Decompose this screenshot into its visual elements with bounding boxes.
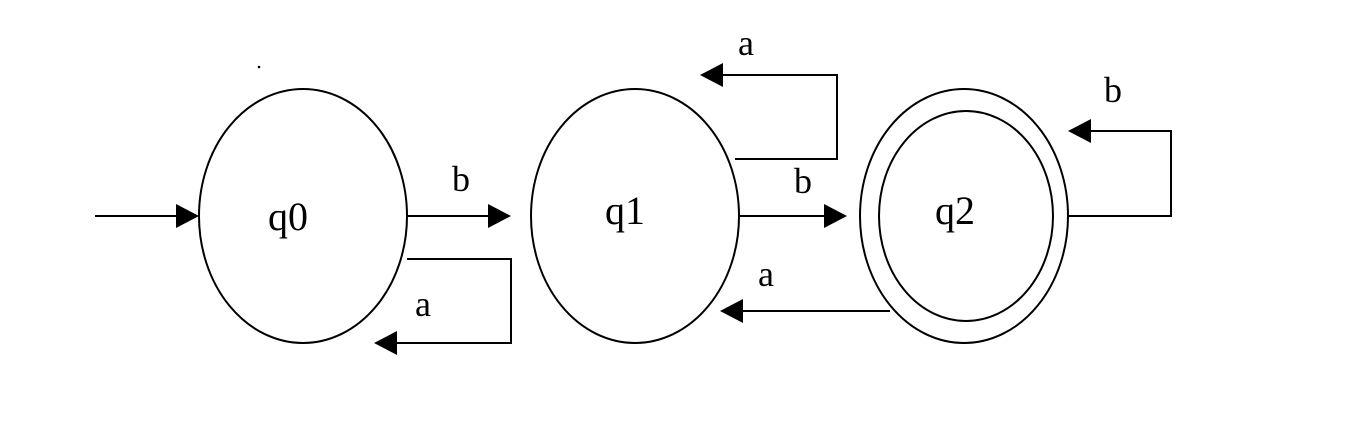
state-q1-label: q1	[605, 188, 645, 233]
transition-q1-q2-label: b	[794, 161, 812, 201]
transition-q1-self-label: a	[738, 23, 754, 63]
transition-q1-q2: b	[740, 161, 847, 228]
transition-q2-q1: a	[720, 254, 890, 323]
state-q2-label: q2	[935, 188, 975, 233]
state-q1: q1	[530, 88, 740, 344]
transition-q1-self: a	[700, 23, 838, 160]
transition-q0-self: a	[374, 258, 512, 355]
transition-q0-q1: b	[407, 159, 511, 228]
initial-arrow	[95, 204, 199, 228]
transition-q0-self-label: a	[415, 284, 431, 324]
transition-q0-q1-label: b	[452, 159, 470, 199]
state-q0-label: q0	[268, 194, 308, 239]
state-q0: q0	[198, 88, 408, 344]
transition-q2-self: b	[1068, 70, 1172, 217]
transition-q2-q1-label: a	[758, 254, 774, 294]
transition-q2-self-label: b	[1104, 70, 1122, 110]
state-q2: q2	[859, 88, 1069, 344]
stray-dot	[257, 65, 261, 69]
